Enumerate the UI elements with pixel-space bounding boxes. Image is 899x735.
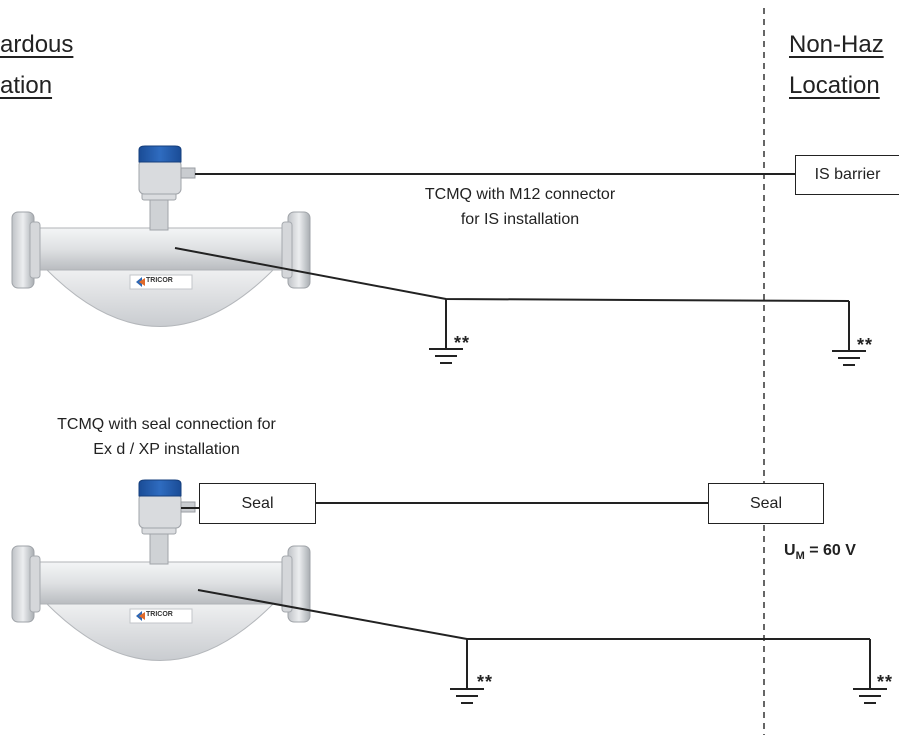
- um-value: = 60 V: [809, 542, 856, 559]
- ground-symbol-bottom-left: [449, 638, 485, 704]
- hazardous-header-line2: ation: [0, 72, 53, 99]
- top-caption: TCMQ with M12 connector for IS installat…: [370, 182, 670, 232]
- hazardous-header-line1: ardous: [0, 31, 74, 58]
- meter-logo-bottom: TRICOR: [146, 611, 173, 618]
- nonhazardous-header-line1: Non-Haz: [789, 31, 884, 58]
- seal-box-right: Seal: [708, 483, 824, 524]
- ground-symbol-bottom-right: [852, 638, 888, 704]
- bottom-caption-line1: TCMQ with seal connection for: [57, 416, 276, 433]
- top-caption-line2: for IS installation: [460, 211, 580, 228]
- ground-marks-top-right: **: [857, 335, 874, 355]
- um-symbol: U: [784, 542, 796, 559]
- max-voltage-label: UM = 60 V: [784, 542, 856, 562]
- is-barrier-box: IS barrier: [795, 155, 899, 195]
- top-caption-line1: TCMQ with M12 connector: [424, 186, 616, 203]
- meter-logo-top: TRICOR: [146, 277, 173, 284]
- um-subscript: M: [795, 550, 805, 563]
- seal-left-label: Seal: [241, 494, 274, 512]
- seal-right-label: Seal: [749, 494, 783, 512]
- is-barrier-label: IS barrier: [814, 166, 881, 183]
- ground-marks-top-left: **: [454, 333, 471, 353]
- ground-marks-bottom-left: **: [477, 672, 494, 692]
- nonhazardous-header-line2: Location: [789, 72, 880, 99]
- seal-box-left: Seal: [199, 483, 316, 524]
- bottom-caption-line2: Ex d / XP installation: [93, 441, 240, 458]
- ground-marks-bottom-right: **: [877, 672, 894, 692]
- bottom-caption: TCMQ with seal connection for Ex d / XP …: [14, 412, 319, 462]
